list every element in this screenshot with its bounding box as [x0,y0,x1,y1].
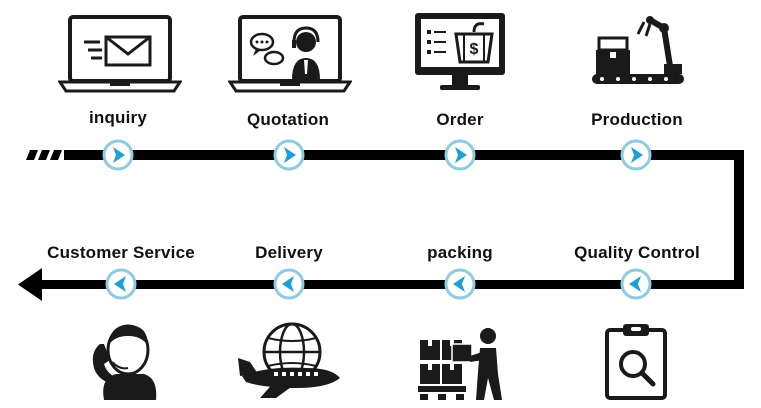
airplane-globe-icon [238,322,340,398]
right-flow-line [734,150,744,288]
node-delivery-left-arrow-icon [273,268,305,300]
clipboard-magnifier-icon [605,324,667,400]
robot-arm-conveyor-icon [592,16,684,84]
step-label-packing: packing [427,243,493,262]
node-quality-control-left-arrow-icon [620,268,652,300]
laptop-envelope-icon [58,15,182,93]
monitor-shopping-cart-icon: $ [415,13,505,90]
step-label-quality-control: Quality Control [574,243,700,262]
node-production-right-arrow-icon [620,139,652,171]
node-order-right-arrow-icon [444,139,476,171]
step-label-order: Order [436,110,484,129]
customer-service-phone-icon [92,324,157,400]
svg-text:$: $ [470,41,479,58]
flow-end-arrowhead [18,268,42,301]
node-packing-left-arrow-icon [444,268,476,300]
node-customer-service-left-arrow-icon [105,268,137,300]
worker-boxes-icon [418,328,502,400]
laptop-support-agent-icon [228,15,352,93]
step-label-customer-service: Customer Service [47,243,195,262]
step-label-production: Production [591,110,683,129]
flow-start-dashes [26,150,62,160]
top-flow-line [64,150,744,160]
step-label-inquiry: inquiry [88,108,148,127]
step-label-quotation: Quotation [246,110,330,129]
step-label-delivery: Delivery [255,243,323,262]
node-inquiry-right-arrow-icon [102,139,134,171]
bottom-flow-line [38,280,744,289]
node-quotation-right-arrow-icon [273,139,305,171]
